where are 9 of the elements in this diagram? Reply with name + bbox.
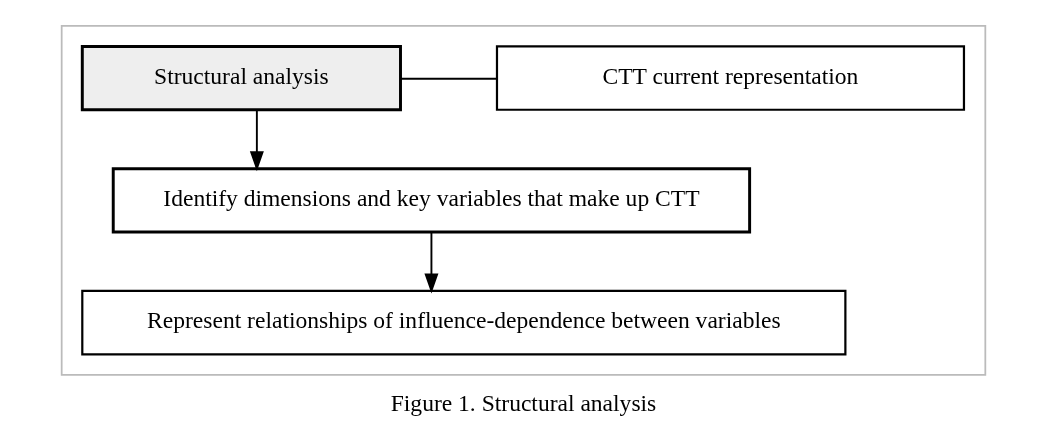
node-box: Represent relationships of influence-dependence between variables	[81, 289, 847, 356]
node-box: Identify dimensions and key variables that make up CTT	[111, 167, 752, 234]
arrow	[424, 231, 439, 294]
connector	[399, 77, 498, 80]
node-box: CTT current representation	[495, 45, 966, 111]
caption: Figure 1. Structural analysis	[390, 390, 657, 417]
node-box: Structural analysis	[80, 44, 402, 112]
arrow	[249, 109, 264, 172]
cluster	[60, 24, 987, 376]
